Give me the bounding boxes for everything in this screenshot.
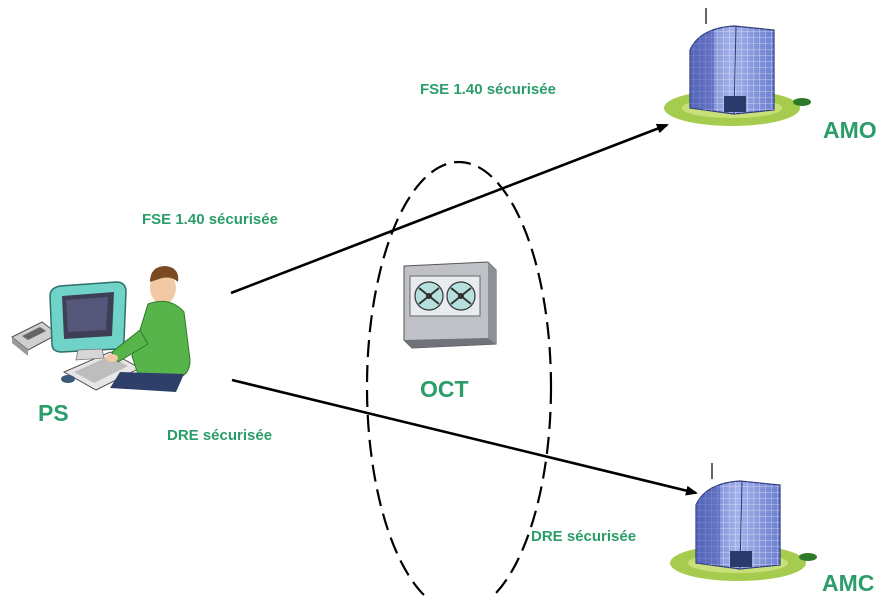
computer-user-icon <box>11 266 191 392</box>
server-cabinet-icon <box>403 261 497 349</box>
oct-label: OCT <box>420 376 469 402</box>
office-building-icon <box>670 463 817 581</box>
dre-label-right: DRE sécurisée <box>531 528 637 545</box>
oct-boundary-ellipse <box>365 160 553 602</box>
amo-label: AMO <box>823 117 877 143</box>
amc-label: AMC <box>822 570 875 596</box>
ps-label: PS <box>38 400 69 426</box>
fse-arrow <box>230 123 669 295</box>
fse-label-left: FSE 1.40 sécurisée <box>142 211 278 228</box>
office-building-icon <box>664 8 811 126</box>
dre-label-left: DRE sécurisée <box>167 427 273 444</box>
dre-arrow <box>231 378 698 496</box>
fse-label-right: FSE 1.40 sécurisée <box>420 81 556 98</box>
